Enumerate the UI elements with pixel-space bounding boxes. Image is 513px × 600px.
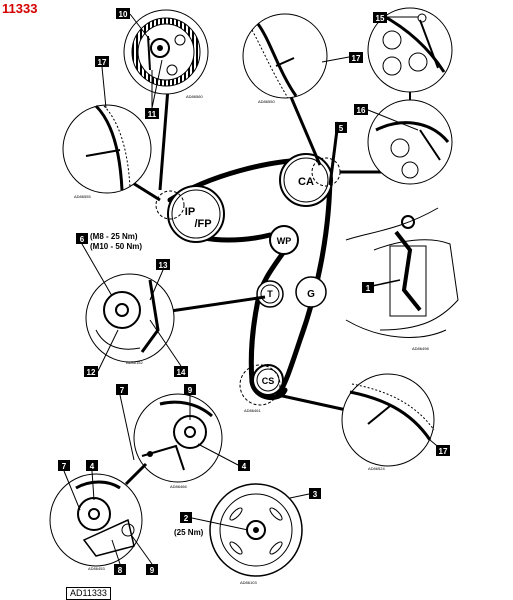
- svg-text:9: 9: [188, 386, 193, 395]
- reference-number: 11333: [2, 1, 38, 16]
- callout-7b: 7: [58, 460, 70, 471]
- svg-text:10: 10: [119, 10, 128, 19]
- label-g: G: [307, 289, 315, 300]
- detail-crank-lock: AD86453: [49, 473, 143, 571]
- code-c6: AD86498: [412, 346, 429, 351]
- svg-text:3: 3: [313, 490, 318, 499]
- svg-text:11: 11: [148, 110, 157, 119]
- svg-text:14: 14: [177, 368, 186, 377]
- callout-4b: 4: [86, 460, 98, 471]
- torque-crank: (25 Nm): [174, 528, 204, 537]
- callout-16: 16: [354, 104, 368, 115]
- svg-text:9: 9: [150, 566, 155, 575]
- callout-10: 10: [116, 8, 130, 19]
- svg-text:16: 16: [357, 106, 366, 115]
- code-c5: AD86461: [244, 408, 261, 413]
- svg-text:7: 7: [62, 462, 67, 471]
- code-c2: AD86550: [258, 99, 275, 104]
- callout-7a: 7: [116, 384, 128, 395]
- svg-text:12: 12: [87, 368, 96, 377]
- label-wp: WP: [277, 236, 292, 246]
- label-t: T: [267, 289, 273, 299]
- svg-text:4: 4: [242, 462, 247, 471]
- svg-text:15: 15: [376, 14, 385, 23]
- callout-14: 14: [174, 366, 188, 377]
- svg-text:5: 5: [339, 124, 344, 133]
- label-ip: IP: [185, 206, 195, 218]
- callout-3: 3: [309, 488, 321, 499]
- svg-text:1: 1: [366, 284, 371, 293]
- code-c7: AD86466: [170, 484, 187, 489]
- svg-text:4: 4: [90, 462, 95, 471]
- code-c8: AD86524: [368, 466, 385, 471]
- svg-text:7: 7: [120, 386, 125, 395]
- callout-9a: 9: [184, 384, 196, 395]
- detail-crank-pulley: AD86103: [209, 483, 303, 585]
- detail-camshaft-sprocket: AD86560: [123, 9, 209, 99]
- detail-cam-timing-16: [367, 99, 453, 185]
- callout-8: 8: [114, 564, 126, 575]
- torque-m8: (M8 - 25 Nm): [90, 232, 138, 241]
- camshaft-pulley: CA: [279, 153, 333, 207]
- detail-belt-mark-left: AD86555: [62, 104, 152, 199]
- svg-text:17: 17: [352, 54, 361, 63]
- svg-text:13: 13: [159, 261, 168, 270]
- callout-11: 11: [145, 108, 159, 119]
- svg-text:17: 17: [98, 58, 107, 67]
- code-c10: AD86103: [240, 580, 257, 585]
- callout-6: 6: [76, 233, 88, 244]
- guide-pulley: G: [295, 276, 327, 308]
- detail-belt-mark-right: AD86524: [341, 373, 443, 471]
- label-cs: CS: [262, 376, 275, 386]
- code-c3: AD86555: [74, 194, 91, 199]
- callout-9b: 9: [146, 564, 158, 575]
- callout-5: 5: [335, 122, 347, 133]
- callout-17b: 17: [349, 52, 363, 63]
- callout-15: 15: [373, 12, 387, 23]
- code-c1: AD86560: [186, 94, 203, 99]
- callout-17c: 17: [436, 445, 450, 456]
- torque-m10: (M10 - 50 Nm): [90, 242, 142, 251]
- footer-code: AD11333: [66, 587, 111, 600]
- callout-13: 13: [156, 259, 170, 270]
- svg-text:2: 2: [184, 514, 189, 523]
- detail-tensioner: AD86152: [85, 273, 175, 365]
- svg-text:6: 6: [80, 235, 85, 244]
- detail-belt-mark-top: AD86550: [242, 13, 328, 104]
- water-pump-pulley: WP: [269, 225, 299, 255]
- callout-4a: 4: [238, 460, 250, 471]
- detail-injection-pump-lock: AD86466: [133, 393, 223, 489]
- injection-pump-pulley: IP /FP: [167, 185, 225, 243]
- code-c9: AD86453: [88, 566, 105, 571]
- svg-text:17: 17: [439, 447, 448, 456]
- callout-1: 1: [362, 282, 374, 293]
- svg-text:8: 8: [118, 566, 123, 575]
- label-fp: /FP: [194, 218, 211, 230]
- detail-engine-right: AD86498: [345, 207, 459, 351]
- callout-2: 2: [180, 512, 192, 523]
- leader-lines: [119, 87, 390, 415]
- crankshaft-pulley: CS: [252, 364, 284, 396]
- label-ca: CA: [298, 176, 314, 188]
- tensioner-pulley: T: [256, 280, 284, 308]
- callout-12: 12: [84, 366, 98, 377]
- detail-cam-timing-15: [367, 7, 453, 93]
- code-c4: AD86152: [126, 360, 143, 365]
- callout-17a: 17: [95, 56, 109, 67]
